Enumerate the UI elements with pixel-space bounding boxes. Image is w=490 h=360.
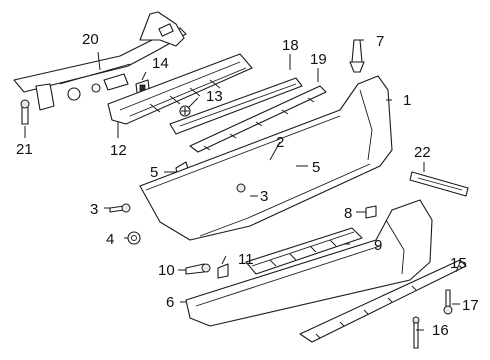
clip-13 [179,105,191,117]
callout-7: 7 [376,33,384,50]
callouts: 1 2 3 3 4 5 5 6 7 8 9 10 11 12 13 14 15 … [16,31,479,339]
bolt-10 [185,263,211,275]
clip-8 [365,205,377,219]
trailer-hitch [13,11,187,111]
callout-17: 17 [462,297,479,314]
grommet-4 [127,231,141,245]
callout-13: 13 [206,88,223,105]
callout-3-right: 3 [260,188,268,205]
leader-lines [24,39,461,331]
callout-16: 16 [432,322,449,339]
reflector [409,171,469,197]
screw-3-right [236,183,246,193]
callout-12: 12 [110,142,127,159]
step-pad [169,77,303,135]
skid-plate [299,259,467,343]
callout-9: 9 [374,237,382,254]
callout-18: 18 [282,37,299,54]
callout-14: 14 [152,55,169,72]
callout-21: 21 [16,141,33,158]
nut-11 [217,263,229,279]
callout-2: 2 [276,134,284,151]
callout-5-left: 5 [150,164,158,181]
lower-absorber [245,227,363,275]
callout-3-left: 3 [90,201,98,218]
callout-20: 20 [82,31,99,48]
pin-16 [412,316,420,349]
callout-1: 1 [403,92,411,109]
callout-8: 8 [344,205,352,222]
lower-valance [185,199,433,327]
callout-10: 10 [158,262,175,279]
bumper-cover [139,75,393,241]
energy-absorber-left [107,53,253,125]
reinforcement-strip [189,85,327,153]
callout-15: 15 [450,255,467,272]
callout-4: 4 [106,231,114,248]
push-pin-7 [349,39,365,73]
bolt-21 [20,99,30,125]
callout-19: 19 [310,51,327,68]
callout-22: 22 [414,144,431,161]
screw-3-left [109,203,131,213]
screw-17 [443,289,453,315]
callout-5-right: 5 [312,159,320,176]
callout-6: 6 [166,294,174,311]
callout-11: 11 [238,251,254,268]
